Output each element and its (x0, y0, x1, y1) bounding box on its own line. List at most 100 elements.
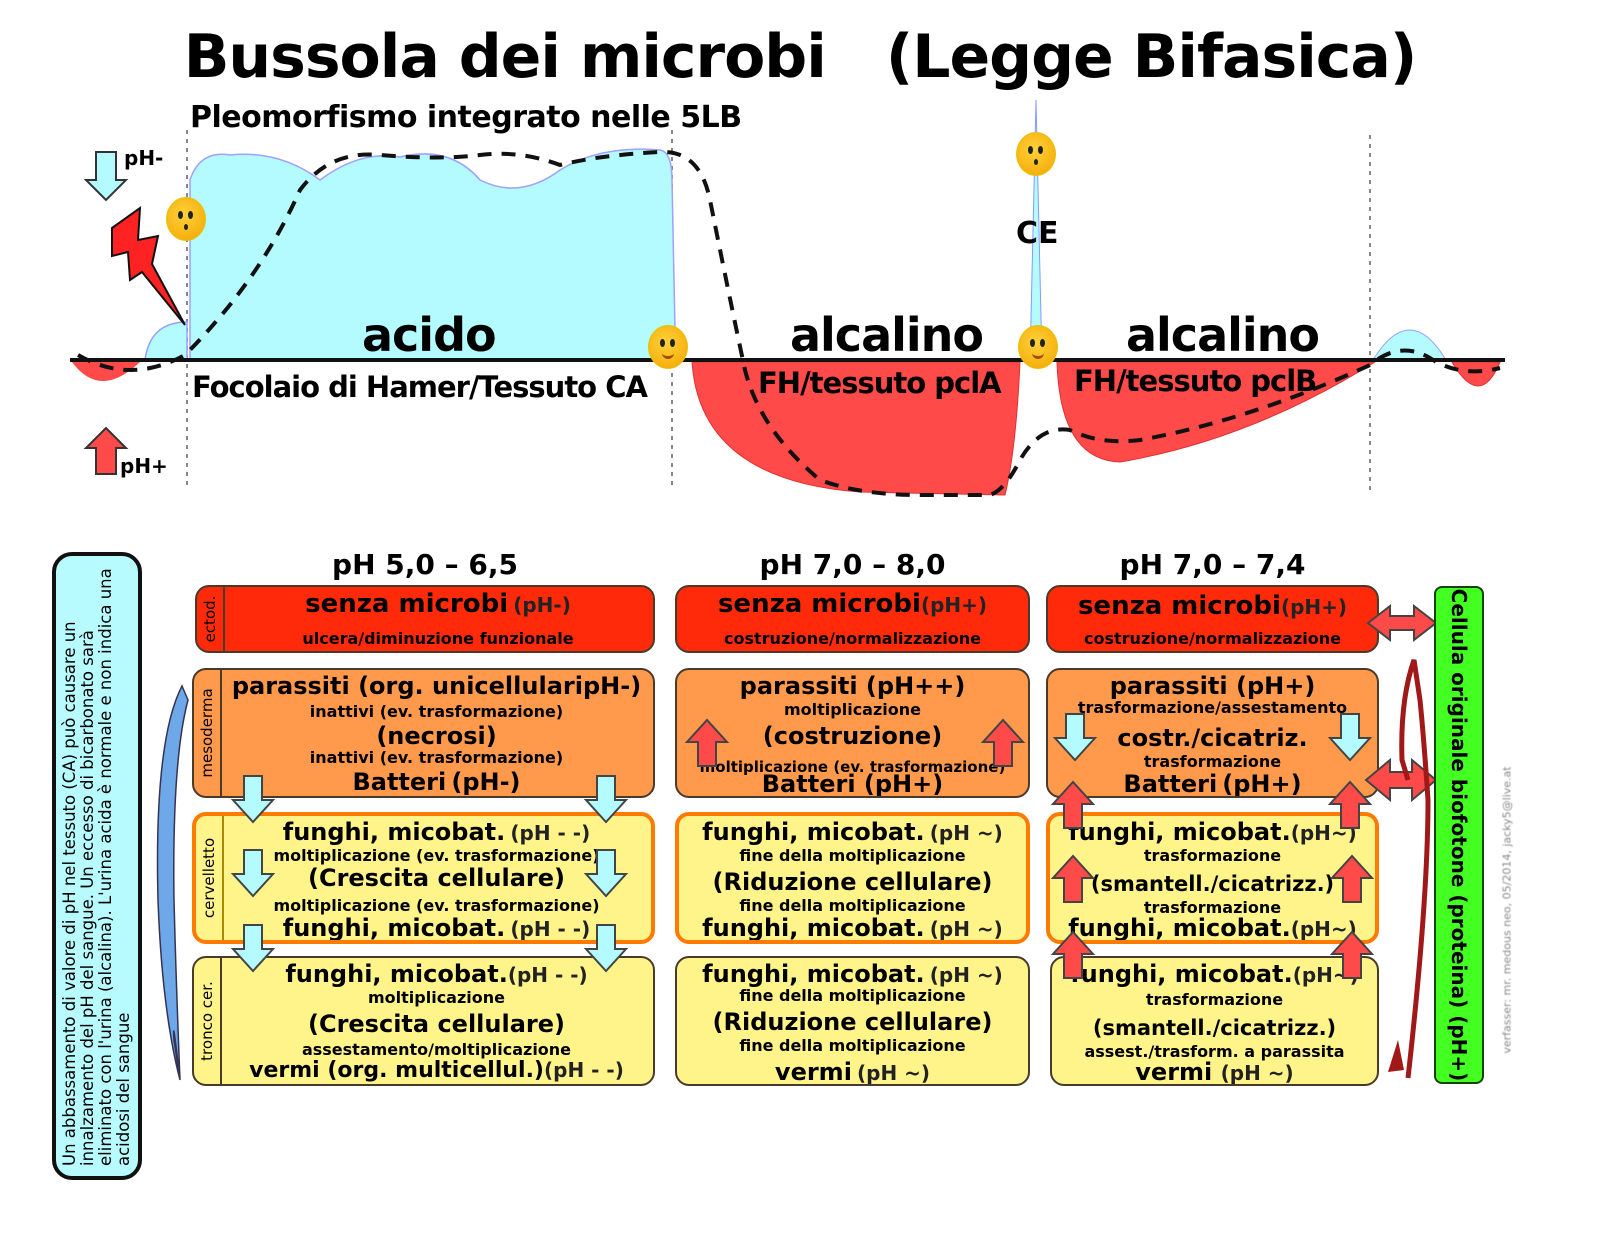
ecto-main: senza microbi (305, 589, 509, 619)
col2-mesoderm-box: parassiti (pH++) moltiplicazione (costru… (675, 668, 1030, 798)
meso-line1: parassiti (org. unicellulari (231, 672, 583, 700)
phase-label-alkaline-a: alcalino (790, 308, 984, 362)
layer-label-brainstem: tronco cer. (194, 958, 222, 1084)
cere-line4: funghi, micobat. (1068, 914, 1291, 942)
stem-line3: assestamento/moltiplicazione (301, 1040, 572, 1059)
tissue-label-pcla: FH/tessuto pclA (758, 366, 1002, 400)
range-header-2: pH 7,0 – 8,0 (759, 548, 946, 581)
meso-line4-ph: (pH+) (863, 770, 944, 798)
cere-mid: (Riduzione cellulare) (712, 868, 993, 896)
ce-label: CE (1016, 216, 1059, 251)
col2-cerebellum-box: funghi, micobat. (pH ~) fine della molti… (675, 812, 1030, 944)
ecto-main: senza microbi (1077, 591, 1281, 621)
stem-mid: (Riduzione cellulare) (712, 1008, 993, 1036)
cere-line4-ph: (pH~) (1290, 917, 1357, 941)
post-acid-hump (1372, 329, 1447, 361)
meso-mid: costr./cicatriz. (1117, 724, 1308, 752)
up-arrow-icon (83, 426, 129, 475)
meso-line1-ph: (pH++) (865, 672, 966, 700)
blood-ph-note: Un abbassamento di valore di pH nel tess… (52, 552, 142, 1180)
title-paren: (Legge Bifasica) (885, 22, 1417, 92)
curved-up-arrow-icon (1399, 659, 1431, 1079)
cere-mid: (smantell./cicatrizz.) (1090, 872, 1335, 896)
meso-line3: moltiplicazione (ev. trasformazione) (699, 758, 1006, 776)
col1-ectoderm-box: ectod. senza microbi (pH-) ulcera/diminu… (195, 585, 655, 653)
cere-mid: (Crescita cellulare) (307, 864, 565, 892)
stem-line4: vermi (774, 1058, 852, 1086)
stem-line4-ph: (pH ~) (1220, 1061, 1294, 1085)
col3-ectoderm-box: senza microbi(pH+) costruzione/normalizz… (1046, 585, 1379, 653)
ecto-ph: (pH-) (513, 593, 571, 617)
meso-line1: parassiti (1109, 672, 1236, 700)
cell-bar-label: Cellula originale biofotone (proteina) (… (1447, 588, 1471, 1082)
original-cell-bar: Cellula originale biofotone (proteina) (… (1434, 586, 1484, 1084)
col1-brainstem-box: tronco cer. funghi, micobat.(pH - -) mol… (192, 956, 655, 1086)
stem-line1: funghi, micobat. (702, 960, 925, 988)
stem-mid: (smantell./cicatrizz.) (1092, 1016, 1337, 1040)
ecto-ph: (pH+) (1280, 595, 1348, 619)
ph-plus-label: pH+ (120, 454, 168, 478)
happy-smiley-icon (1018, 325, 1058, 369)
ecto-sub: ulcera/diminuzione funzionale (302, 629, 574, 648)
stem-line4-ph: (pH ~) (857, 1061, 931, 1085)
cere-line1-ph: (pH - -) (510, 821, 591, 845)
stem-line3: assest./trasform. a parassita (1084, 1042, 1345, 1061)
tissue-label-pclb: FH/tessuto pclB (1074, 364, 1317, 398)
stem-line3: fine della moltiplicazione (739, 1036, 966, 1055)
range-header-1: pH 5,0 – 6,5 (332, 548, 518, 581)
phase-label-alkaline-b: alcalino (1126, 308, 1320, 362)
meso-line1: parassiti (739, 672, 866, 700)
col3-brainstem-box: funghi, micobat.(pH~) trasformazione (sm… (1050, 956, 1379, 1086)
author-credit: verfasser: mr. medous neo, 05/2014, jack… (1500, 766, 1514, 1054)
ecto-ph: (pH+) (920, 593, 988, 617)
stem-line1: funghi, micobat. (1070, 960, 1293, 988)
happy-smiley-icon (648, 325, 688, 369)
ph-minus-label: pH- (124, 146, 164, 170)
cere-line4-ph: (pH ~) (929, 917, 1003, 941)
down-arrow-icon (83, 151, 129, 202)
meso-line4-ph: (pH-) (451, 768, 521, 796)
curved-down-arrow-icon (156, 684, 189, 1081)
col3-mesoderm-box: parassiti (pH+) trasformazione/assestame… (1046, 668, 1379, 798)
meso-line3: inattivi (ev. trasformazione) (309, 748, 564, 767)
alkaline-phase-a-area (691, 361, 1021, 496)
meso-line4-ph: (pH+) (1222, 770, 1302, 798)
range-header-3: pH 7,0 – 7,4 (1119, 548, 1306, 581)
ecto-sub: costruzione/normalizzazione (1084, 629, 1341, 648)
stem-line1-ph: (pH~) (1292, 963, 1359, 987)
stem-mid: (Crescita cellulare) (307, 1010, 565, 1038)
stem-line4: vermi (org. multicellul.) (249, 1058, 544, 1083)
ecto-sub: costruzione/normalizzazione (724, 629, 981, 648)
layer-label-ectoderm: ectod. (197, 587, 225, 651)
worried-smiley-icon (1016, 132, 1056, 176)
cere-line1: funghi, micobat. (282, 818, 506, 846)
cere-line3: moltiplicazione (ev. trasformazione) (273, 896, 600, 915)
meso-line4: Batteri (352, 768, 447, 796)
meso-mid: (costruzione) (762, 722, 943, 750)
layer-label-mesoderm: mesoderma (194, 670, 222, 796)
stem-line2: trasformazione (1145, 990, 1284, 1009)
meso-line2: inattivi (ev. trasformazione) (309, 702, 564, 721)
alkaline-phase-b-area (1056, 361, 1377, 463)
biphasic-curve (70, 99, 1505, 497)
meso-line1-ph: (pH+) (1235, 672, 1316, 700)
diagram-subtitle: Pleomorfismo integrato nelle 5LB (190, 100, 742, 135)
layer-label-cerebellum: cervelletto (196, 816, 224, 940)
stem-line1: funghi, micobat. (285, 960, 508, 988)
cere-line3: trasformazione (1143, 898, 1282, 917)
dashed-curve (77, 149, 1501, 497)
post-alkaline-dip (1451, 361, 1501, 387)
acid-phase-area (189, 148, 683, 361)
lightning-icon (111, 205, 186, 326)
col2-ectoderm-box: senza microbi(pH+) costruzione/normalizz… (675, 585, 1030, 653)
stem-line4-ph: (pH - -) (544, 1058, 624, 1082)
stem-line2: fine della moltiplicazione (739, 986, 966, 1005)
cere-line2: moltiplicazione (ev. trasformazione) (273, 846, 600, 865)
meso-line3: trasformazione (1143, 752, 1282, 771)
meso-line2: trasformazione/assestamento (1077, 698, 1348, 717)
cere-line2: trasformazione (1143, 846, 1282, 865)
stem-line1-ph: (pH - -) (507, 963, 588, 987)
cere-line4: funghi, micobat. (702, 914, 925, 942)
pre-alkaline-dip (72, 362, 140, 381)
meso-line2: moltiplicazione (783, 700, 921, 719)
